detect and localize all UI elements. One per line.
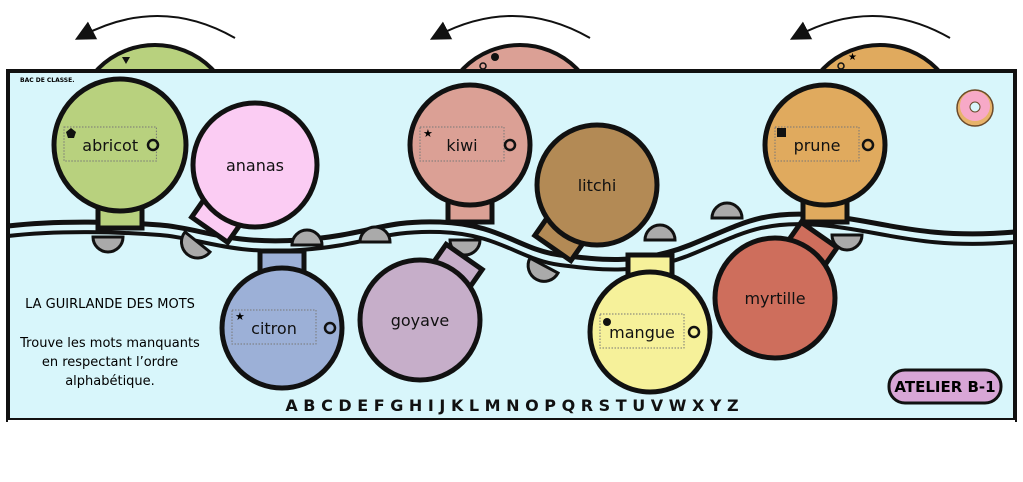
- dot-icon: [603, 318, 611, 326]
- bulb-word: ananas: [226, 156, 284, 175]
- bulb-prune: prune: [762, 82, 888, 225]
- answer-box[interactable]: [774, 126, 860, 162]
- bulb-word: citron: [251, 319, 297, 338]
- answer-box[interactable]: [231, 309, 317, 345]
- bulb-mangue: mangue: [587, 252, 713, 395]
- ring-icon: [503, 138, 517, 152]
- bulb-word: mangue: [609, 323, 675, 342]
- bulb-word: litchi: [578, 176, 617, 195]
- atelier-badge: [887, 368, 1003, 405]
- ring-icon: [146, 138, 160, 152]
- alphabet: A B C D E F G H I J K L M N O P Q R S T …: [285, 396, 738, 415]
- pentagon-icon: [66, 128, 76, 138]
- ring-icon: [861, 138, 875, 152]
- sockets: [91, 201, 864, 283]
- bulb-citron: ★ citron: [219, 248, 345, 391]
- ring-icon: [323, 321, 337, 335]
- atelier-badge-label: ATELIER B-1: [894, 378, 995, 396]
- answer-box[interactable]: [63, 126, 157, 162]
- bulb-goyave: goyave: [357, 240, 486, 383]
- garland-wire-2: [7, 222, 1016, 272]
- bulb-litchi: litchi: [531, 122, 660, 265]
- watermark: BAC DE CLASSE.: [20, 77, 75, 84]
- instruction-line-1: Trouve les mots manquants: [19, 336, 200, 351]
- bulb-ananas: ananas: [188, 100, 320, 246]
- triangle-icon: [122, 57, 130, 64]
- bulb-word: abricot: [82, 136, 138, 155]
- star-icon: ★: [848, 52, 857, 63]
- bulb-word: myrtille: [744, 289, 805, 308]
- star-icon: ★: [423, 127, 433, 140]
- bulb-myrtille: myrtille: [712, 218, 841, 361]
- instruction-line-2: en respectant l’ordre: [42, 355, 178, 370]
- square-icon: [777, 128, 786, 137]
- donut-icon: [956, 89, 994, 127]
- answer-box[interactable]: [419, 126, 505, 162]
- worksheet-title: LA GUIRLANDE DES MOTS: [25, 297, 195, 312]
- bulb-kiwi: ★ kiwi: [407, 82, 533, 225]
- bulb-word: goyave: [391, 311, 450, 330]
- bulb-abricot: abricot: [51, 76, 189, 231]
- star-icon: ★: [235, 310, 245, 323]
- bulb-word: kiwi: [446, 136, 477, 155]
- answer-box[interactable]: [599, 313, 685, 349]
- instruction-line-3: alphabétique.: [65, 374, 155, 389]
- pentagon-icon: [491, 53, 499, 61]
- ring-icon: [687, 325, 701, 339]
- bulb-word: prune: [794, 136, 841, 155]
